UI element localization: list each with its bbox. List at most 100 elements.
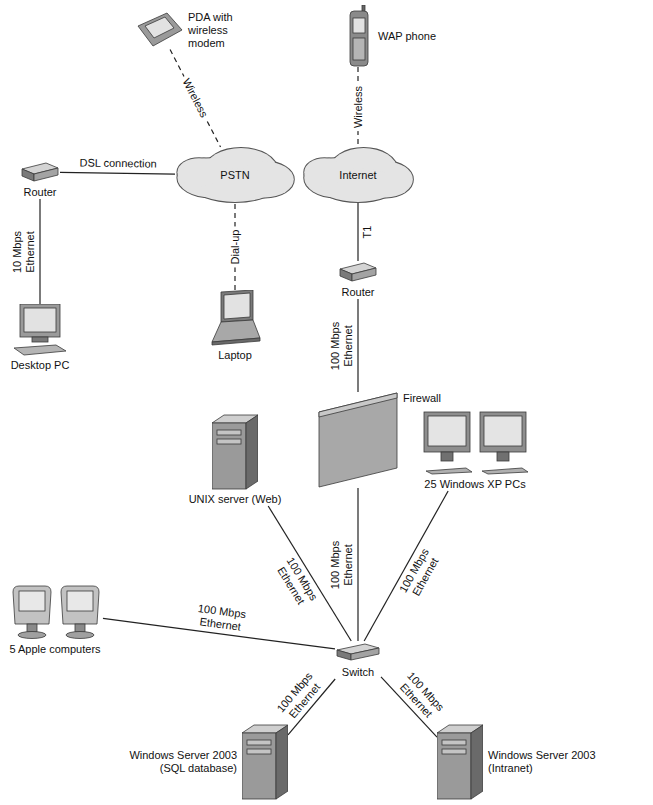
tower-icon [437,724,483,800]
node-label: Router [23,186,56,199]
desktop-computer: Desktop PC [11,304,70,372]
firewall-device: Firewall [318,392,441,488]
pda-device: PDA with wireless modem [137,11,250,50]
pc-group: 25 Windows XP PCs [420,411,530,491]
wap-phone: WAP phone [343,5,436,67]
icon-part [484,416,522,446]
wireless-link [170,50,220,148]
icon-part [350,11,368,66]
icon-part [61,586,99,624]
icon-part [19,591,45,611]
icon-part [351,648,379,660]
link-label: 100 Mbps Ethernet [329,317,355,375]
icon-part [353,18,365,33]
node-label: Windows Server 2003 (Intranet) [488,749,610,775]
icon-part [437,733,471,799]
switch-icon [335,641,381,663]
icon-part [442,749,466,754]
router-device: Router [338,261,378,299]
icon-part [424,412,470,452]
node-label: PSTN [220,169,249,182]
node-label: WAP phone [378,30,436,43]
cloud-outline [304,158,344,186]
icon-part [353,38,365,60]
node-label: Desktop PC [11,359,70,372]
link-label: 100 Mbps Ethernet [270,550,323,613]
link-label: DSL connection [76,157,159,171]
icon-part [247,749,271,754]
desktop-icon [12,304,68,356]
laptop-icon [209,290,261,346]
icon-part [340,269,352,281]
icon-part [441,452,453,461]
network-link [60,172,175,174]
network-cloud: Internet [302,147,414,203]
network-link [357,203,358,261]
network-link [39,199,40,304]
network-link [357,488,358,641]
network-link [364,491,448,641]
icon-part [13,586,51,624]
link-label: 100 Mbps Ethernet [391,666,450,726]
cloud-fill [177,158,220,186]
server-tower: Windows Server 2003 (SQL database) [115,724,288,800]
link-label: 10 Mbps Ethernet [11,223,37,281]
icon-part [22,169,34,181]
icon-part [14,345,66,355]
icon-part [428,416,466,446]
icon-part [337,650,351,660]
icon-part [352,268,376,281]
icon-part [138,13,182,46]
node-label: Internet [339,169,376,182]
link-label: Wireless [352,83,365,131]
network-cloud: PSTN [175,147,295,203]
cloud-fill [304,158,344,186]
icon-part [66,632,94,639]
icon-part [276,725,288,799]
firewall-icon [318,392,398,488]
icon-part [442,740,466,745]
icon-part [212,338,260,345]
icon-part [246,415,258,489]
icon-part [75,624,85,632]
link-label: Dial-up [229,226,242,267]
router-icon [20,161,60,183]
icon-part [224,293,250,319]
icon-part [212,423,246,489]
icon-part [217,430,241,435]
network-link [381,677,437,737]
node-label: Laptop [218,349,252,362]
icon-part [32,337,48,342]
node-label: 5 Apple computers [9,643,100,656]
network-link [357,299,358,392]
node-label: 25 Windows XP PCs [424,478,525,491]
laptop-computer: Laptop [209,290,261,362]
node-label: Windows Server 2003 (SQL database) [115,749,237,775]
monitors-icon [420,411,530,475]
tower-icon [242,724,288,800]
wireless-link [234,203,235,290]
network-switch: Switch [335,641,381,679]
node-label: PDA with wireless modem [188,11,250,50]
network-link [288,679,335,735]
router-device: Router [20,161,60,199]
node-label: Router [341,286,374,299]
icon-part [242,733,276,799]
network-link [103,618,335,649]
phone-icon [343,5,373,67]
icon-part [221,290,253,322]
icon-part [482,468,528,474]
link-label: 100 Mbps Ethernet [191,601,252,634]
icon-part [471,725,483,799]
icon-part [217,439,241,444]
link-label: T1 [361,223,374,242]
icon-part [426,468,472,474]
node-label: Firewall [403,392,441,405]
pda-icon [137,12,183,48]
icon-part [480,412,526,452]
icon-part [27,624,37,632]
